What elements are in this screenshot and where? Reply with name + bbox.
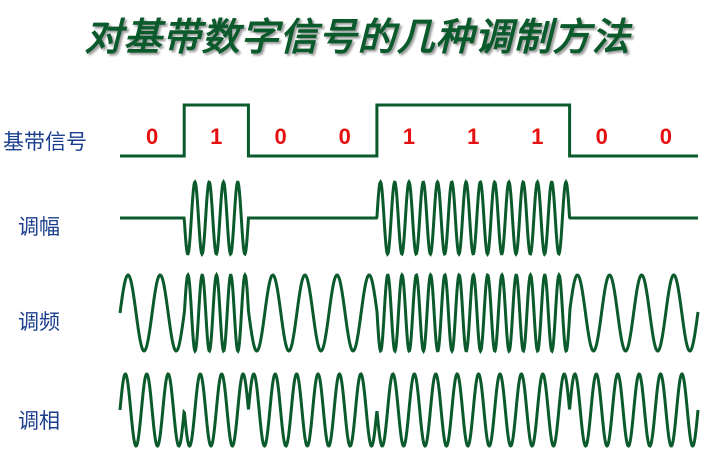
bit-label: 0 — [274, 124, 286, 149]
bit-label: 1 — [403, 124, 415, 149]
fm-waveform — [118, 271, 700, 355]
pm-label: 调相 — [18, 409, 60, 433]
fm-label: 调频 — [18, 310, 60, 334]
bit-label: 0 — [660, 124, 672, 149]
diagram-title: 对基带数字信号的几种调制方法 — [84, 14, 631, 59]
bit-label: 1 — [210, 124, 222, 149]
bit-label: 0 — [596, 124, 608, 149]
baseband-waveform — [120, 103, 698, 158]
bit-label: 1 — [531, 124, 543, 149]
am-label: 调幅 — [18, 215, 60, 239]
am-waveform — [120, 178, 698, 257]
bit-label: 0 — [146, 124, 158, 149]
baseband-signal-label: 基带信号 — [3, 130, 87, 154]
bit-label: 1 — [467, 124, 479, 149]
bit-label: 0 — [339, 124, 351, 149]
pm-waveform — [118, 372, 700, 448]
bit-labels: 0 1 0 0 1 1 1 0 0 — [146, 124, 672, 149]
